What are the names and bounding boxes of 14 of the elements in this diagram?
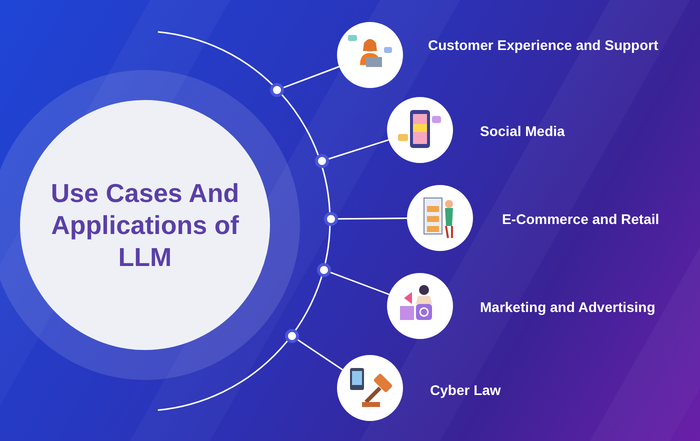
junction-dot: [317, 263, 331, 277]
connector-line: [283, 66, 340, 88]
use-case-label: Marketing and Advertising: [480, 298, 656, 316]
use-case-label: Customer Experience and Support: [428, 36, 658, 54]
use-case-label: E-Commerce and Retail: [502, 210, 660, 228]
connector-line: [297, 339, 343, 370]
use-case-label: Cyber Law: [430, 381, 501, 399]
connector-line: [328, 139, 389, 160]
connector-line: [330, 272, 390, 296]
use-case-label: Social Media: [480, 122, 565, 140]
junction-dot: [285, 329, 299, 343]
junction-dot: [270, 83, 284, 97]
connector-line: [338, 218, 407, 220]
title-text: Use Cases And Applications of LLM: [50, 177, 240, 273]
